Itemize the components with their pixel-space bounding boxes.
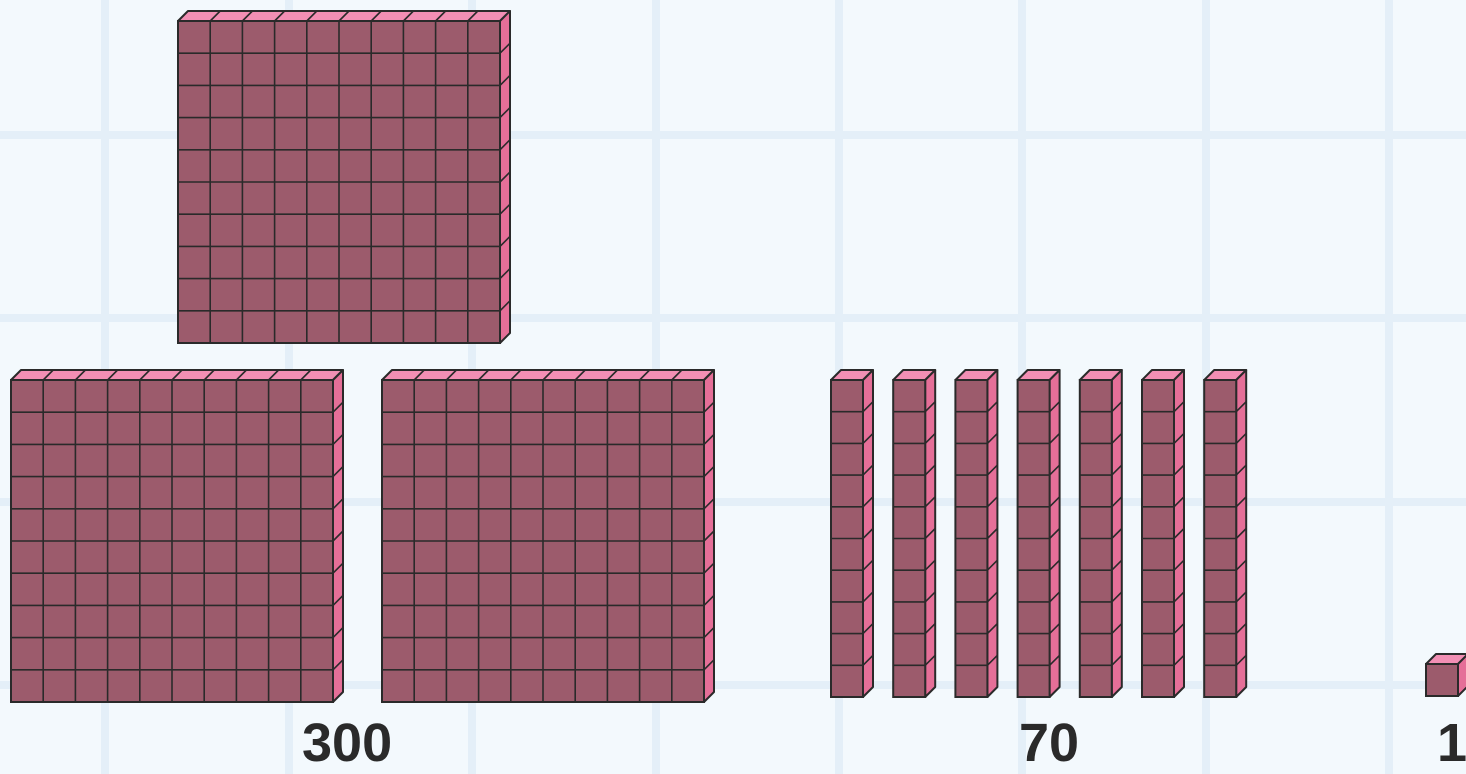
ten-rod-7 — [1204, 370, 1246, 697]
ten-rod-5 — [1080, 370, 1122, 697]
ten-rod-4 — [1018, 370, 1060, 697]
tens-label: 70 — [1019, 716, 1079, 770]
ones-label: 1 — [1437, 716, 1466, 770]
hundreds-label: 300 — [302, 716, 392, 770]
ten-rod-1 — [831, 370, 873, 697]
ten-rod-3 — [955, 370, 997, 697]
ten-rod-2 — [893, 370, 935, 697]
ten-rod-6 — [1142, 370, 1184, 697]
hundred-flat-3 — [382, 370, 714, 702]
one-cube-1 — [1426, 654, 1466, 696]
hundred-flat-2 — [11, 370, 343, 702]
hundred-flat-1 — [178, 11, 510, 343]
